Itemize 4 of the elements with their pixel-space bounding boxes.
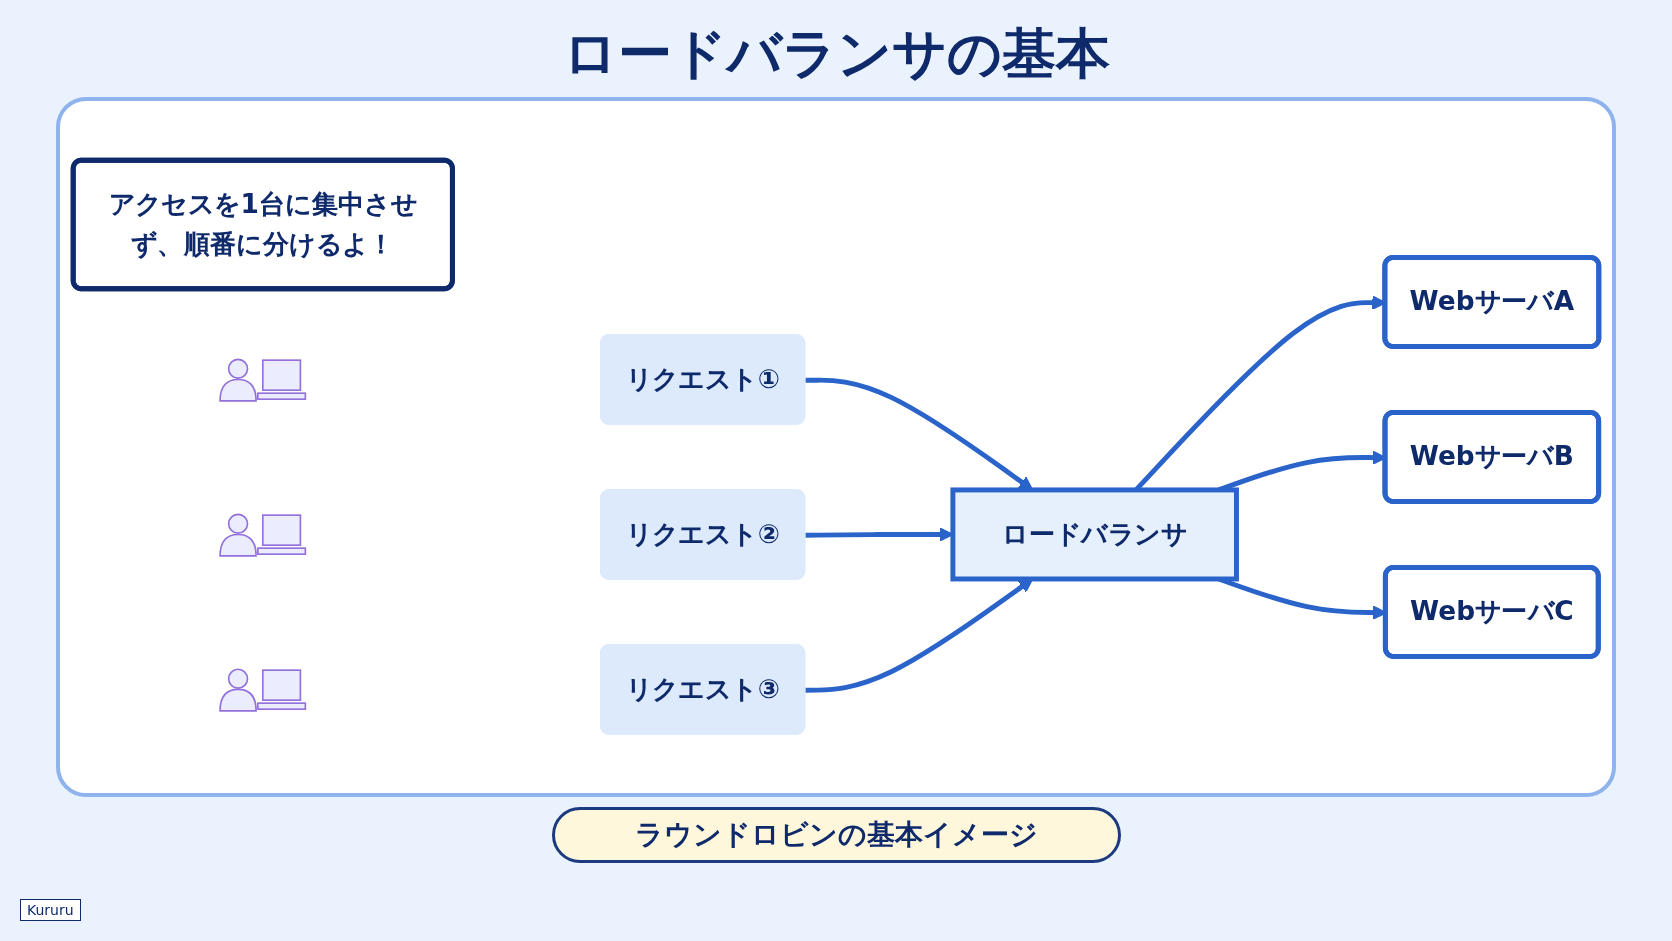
title: ロードバランサの基本 xyxy=(562,21,1110,87)
caption: ラウンドロビンの基本イメージ xyxy=(551,807,1121,863)
node-box: ロードバランサ xyxy=(950,487,1239,582)
name-tag: Kururu xyxy=(20,899,81,921)
